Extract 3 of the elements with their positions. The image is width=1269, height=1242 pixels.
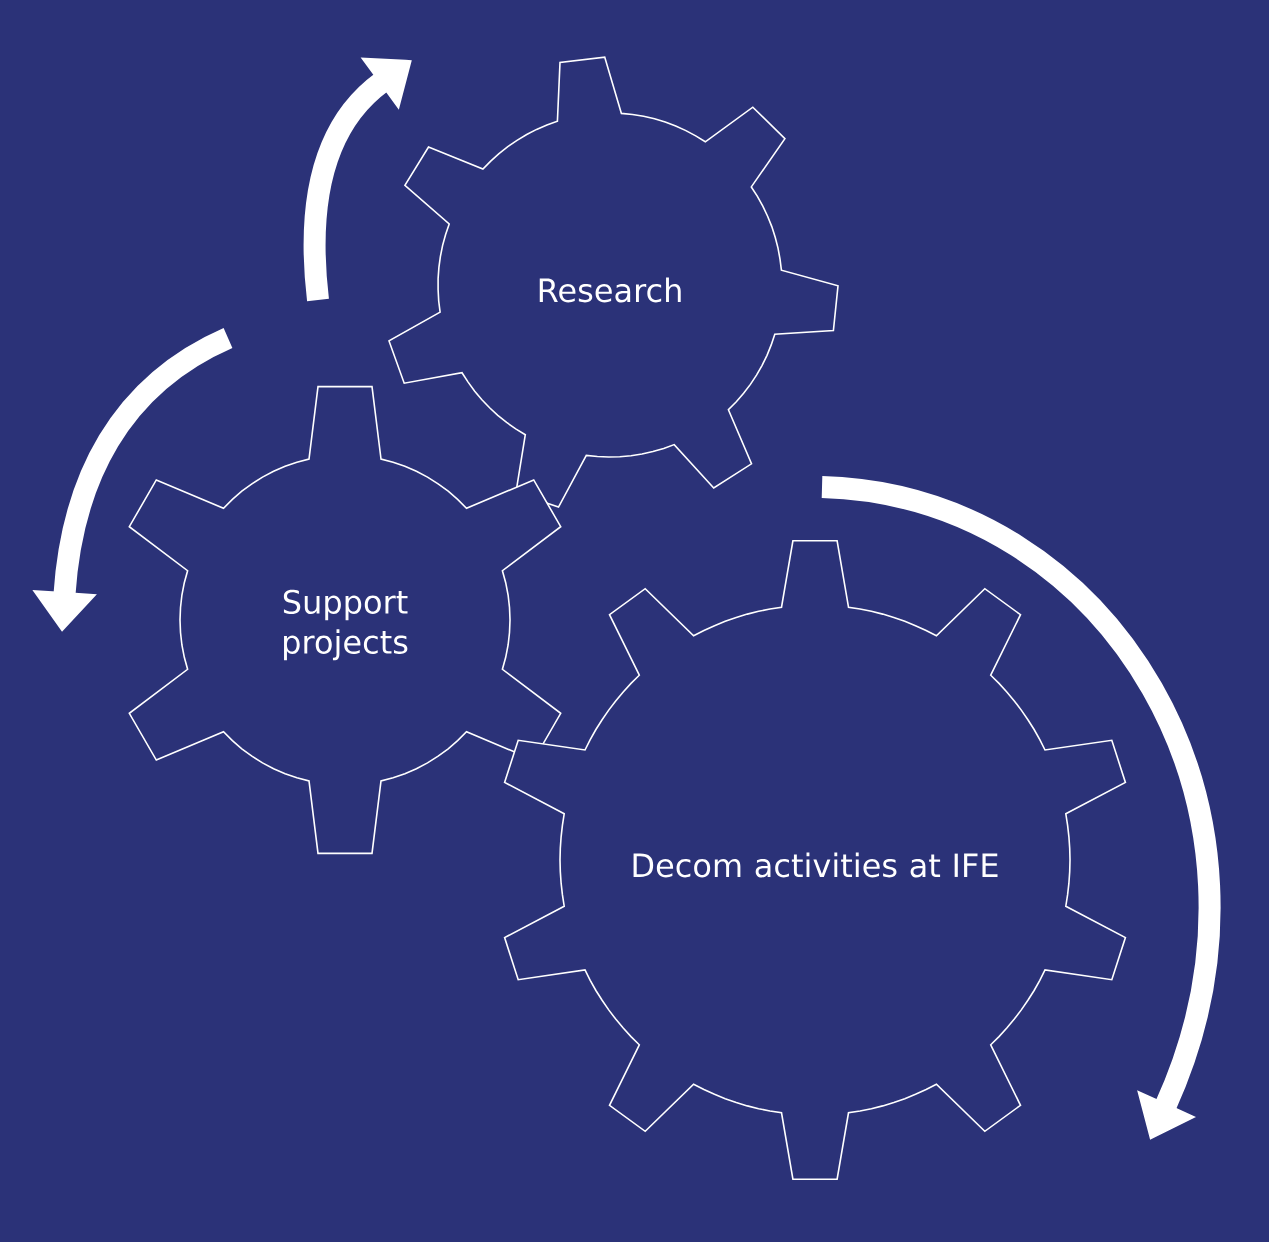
gear-label: Decom activities at IFE bbox=[633, 852, 998, 878]
gear-label: Support projects bbox=[283, 589, 408, 661]
gear-label: Research bbox=[539, 277, 681, 303]
